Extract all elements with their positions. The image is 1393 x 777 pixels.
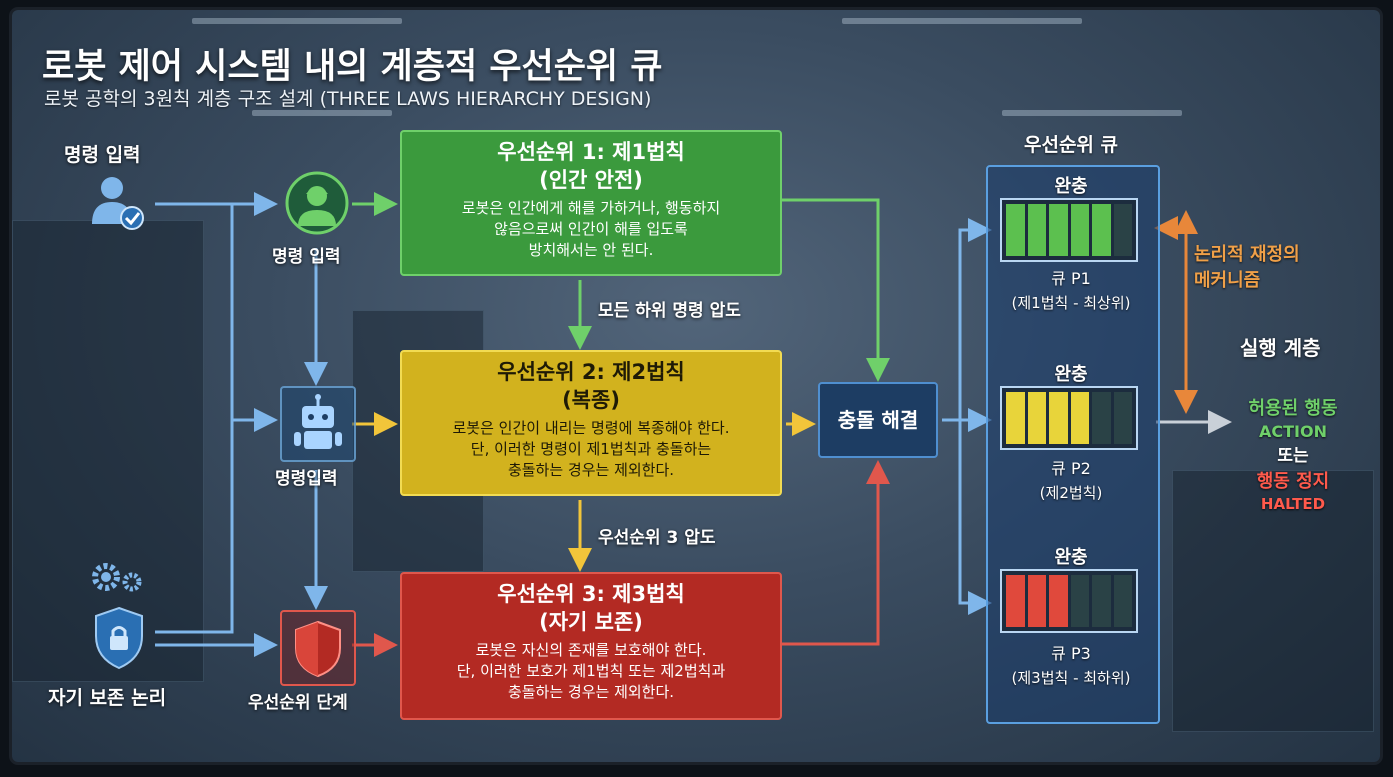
queue-segment [1092, 204, 1111, 256]
queue-segment [1113, 392, 1132, 444]
stage1-label: 명령 입력 [272, 247, 341, 267]
red-shield-icon [295, 620, 341, 678]
law3-title: 우선순위 3: 제3법칙 [497, 582, 685, 606]
queue-p2-name: 큐 P2 [1051, 459, 1091, 478]
law2-title: 우선순위 2: 제2법칙 [497, 360, 685, 384]
gears-icon [92, 563, 142, 592]
law1-line: 방치해서는 안 된다. [528, 241, 654, 259]
queue-segment [1070, 204, 1089, 256]
execution-result: 허용된 행동 ACTION 또는 행동 정지 HALTED [1232, 396, 1354, 514]
law3-line: 로봇은 자신의 존재를 보호해야 한다. [475, 641, 707, 659]
queue-p2-desc: (제2법칙) [1039, 484, 1103, 502]
law1-desc: 로봇은 인간에게 해를 가하거나, 행동하지 않음으로써 인간이 해를 입도록 … [402, 198, 780, 261]
queue-p3-bar [1000, 569, 1138, 633]
queue-segment [1113, 575, 1132, 627]
override1-label: 모든 하위 명령 압도 [598, 301, 741, 321]
queue-segment [1049, 392, 1068, 444]
law1-line: 로봇은 인간에게 해를 가하거나, 행동하지 [461, 199, 721, 217]
ceiling-light-bg [192, 18, 402, 24]
worker-icon [285, 171, 349, 235]
buffer-label: 완충 [1054, 176, 1088, 197]
queue-segment [1113, 204, 1132, 256]
law3-box: 우선순위 3: 제3법칙 (자기 보존) 로봇은 자신의 존재를 보호해야 한다… [400, 572, 782, 720]
queue-p3-name: 큐 P3 [1051, 644, 1091, 663]
queue-p2-bar [1000, 386, 1138, 450]
execution-header: 실행 계층 [1240, 336, 1321, 360]
command-input-label: 명령 입력 [64, 144, 141, 166]
law2-box: 우선순위 2: 제2법칙 (복종) 로봇은 인간이 내리는 명령에 복종해야 한… [400, 350, 782, 496]
arbitration-line: 메커니즘 [1194, 270, 1261, 291]
queue-p3-desc: (제3법칙 - 최하위) [1011, 669, 1131, 687]
queue-p1-name: 큐 P1 [1051, 269, 1091, 288]
ceiling-light-bg [252, 110, 392, 116]
queue-segment [1006, 204, 1025, 256]
law2-line: 단, 이러한 명령이 제1법칙과 충돌하는 [470, 440, 712, 458]
robot-icon [294, 394, 342, 449]
queue-segment [1027, 392, 1046, 444]
halt-label: 행동 정지 [1256, 471, 1330, 492]
law3-line: 단, 이러한 보호가 제1법칙 또는 제2법칙과 [456, 662, 726, 680]
law1-box: 우선순위 1: 제1법칙 (인간 안전) 로봇은 인간에게 해를 가하거나, 행… [400, 130, 782, 276]
shield-lock-icon [95, 606, 143, 670]
ceiling-light-bg [842, 18, 1082, 24]
law1-subtitle: (인간 안전) [539, 168, 643, 192]
law2-desc: 로봇은 인간이 내리는 명령에 복종해야 한다. 단, 이러한 명령이 제1법칙… [402, 418, 780, 481]
queue-segment [1006, 575, 1025, 627]
law1-line: 않음으로써 인간이 해를 입도록 [494, 220, 688, 238]
queue-segment [1027, 575, 1046, 627]
queue-segment [1092, 575, 1111, 627]
or-label: 또는 [1277, 446, 1309, 466]
queue-segment [1006, 392, 1025, 444]
queue-header: 우선순위 큐 [1023, 134, 1118, 156]
queue-segment [1049, 204, 1068, 256]
override2-label: 우선순위 3 압도 [598, 528, 716, 548]
buffer-label: 완충 [1054, 364, 1088, 385]
conflict-resolution-box: 충돌 해결 [818, 382, 938, 458]
arbitration-line: 논리적 재정의 [1194, 244, 1300, 265]
user-check-icon [92, 177, 144, 230]
server-rack-bg [12, 220, 204, 682]
law3-line: 충돌하는 경우는 제외한다. [507, 683, 675, 701]
law3-desc: 로봇은 자신의 존재를 보호해야 한다. 단, 이러한 보호가 제1법칙 또는 … [402, 640, 780, 703]
page-subtitle: 로봇 공학의 3원칙 계층 구조 설계 (THREE LAWS HIERARCH… [44, 88, 652, 110]
robot-icon-box [280, 386, 356, 462]
queue-p1-bar [1000, 198, 1138, 262]
stage2-label: 명령입력 [275, 469, 338, 489]
queue-segment [1070, 392, 1089, 444]
law1-title: 우선순위 1: 제1법칙 [497, 140, 685, 164]
queue-p1-desc: (제1법칙 - 최상위) [1011, 294, 1131, 312]
page-title: 로봇 제어 시스템 내의 계층적 우선순위 큐 [42, 47, 663, 87]
queue-segment [1070, 575, 1089, 627]
stage3-label: 우선순위 단계 [248, 693, 348, 713]
law2-subtitle: (복종) [562, 388, 620, 412]
shield-icon-box [280, 610, 356, 686]
queue-segment [1027, 204, 1046, 256]
law2-line: 로봇은 인간이 내리는 명령에 복종해야 한다. [452, 419, 730, 437]
action-label: ACTION [1259, 422, 1327, 441]
law2-line: 충돌하는 경우는 제외한다. [507, 461, 675, 479]
queue-segment [1049, 575, 1068, 627]
allowed-action-label: 허용된 행동 [1248, 398, 1338, 419]
buffer-label: 완충 [1054, 547, 1088, 568]
lab-bench-bg [1172, 470, 1374, 732]
halted-label: HALTED [1260, 495, 1326, 513]
ceiling-light-bg [1002, 110, 1182, 116]
queue-segment [1092, 392, 1111, 444]
self-preservation-label: 자기 보존 논리 [48, 687, 167, 709]
law3-subtitle: (자기 보존) [539, 610, 643, 634]
arbitration-label: 논리적 재정의 메커니즘 [1194, 242, 1300, 294]
